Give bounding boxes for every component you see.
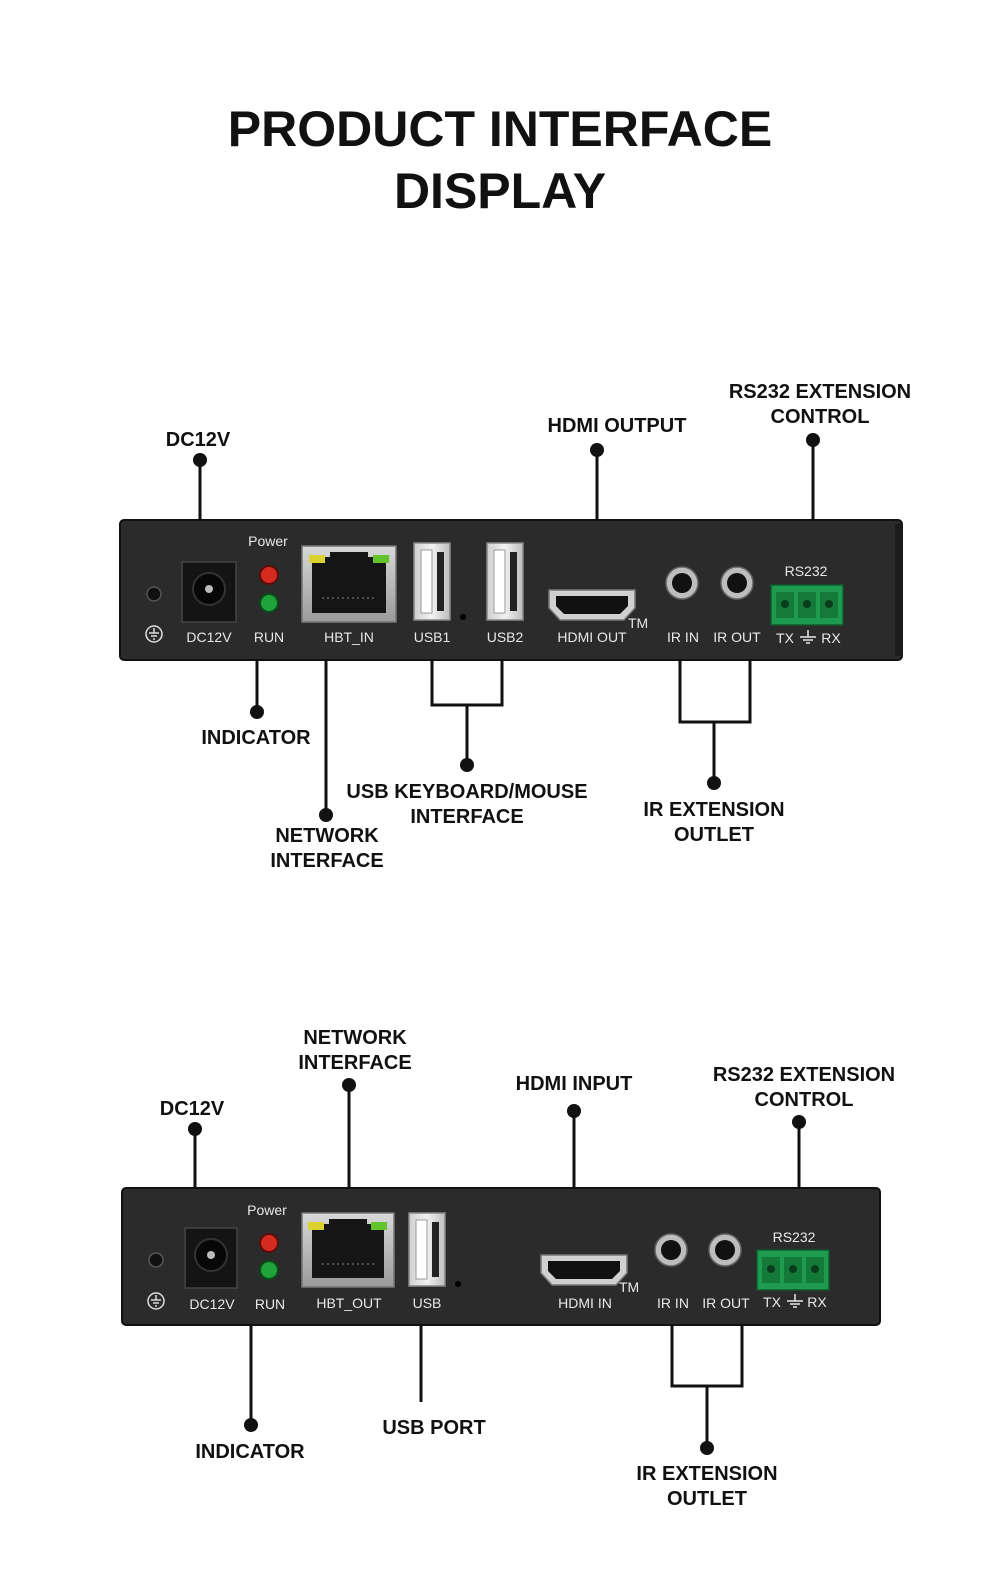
ground-icon (145, 625, 163, 643)
ir-in-jack (665, 566, 699, 600)
panel-2-leader-lines (193, 1085, 801, 1448)
callout-network-1: NETWORK INTERFACE (270, 825, 384, 872)
ir-out-jack (720, 566, 754, 600)
rx-print: RX (821, 630, 841, 646)
run-led (259, 593, 279, 613)
ground-icon (147, 1292, 165, 1310)
page-title: PRODUCT INTERFACE DISPLAY (0, 98, 1000, 222)
rj45-port (301, 545, 397, 623)
ground-symbol-icon (787, 1294, 803, 1308)
ir-in-print: IR IN (667, 629, 699, 645)
callout-rs232-2: RS232 EXTENSION CONTROL (712, 1064, 896, 1111)
hdmi-port (548, 589, 636, 621)
screw-icon (148, 1252, 164, 1268)
callout-usb-port: USB PORT (382, 1417, 486, 1439)
tx-print: TX (776, 630, 795, 646)
screw-icon (146, 586, 162, 602)
title-line-2: DISPLAY (393, 163, 607, 219)
rx-print: RX (807, 1294, 827, 1310)
usb1-port (413, 542, 451, 621)
device-panel-1: DC12V Power RUN HBT_IN USB1 USB (119, 433, 903, 822)
dc12v-print: DC12V (189, 1296, 235, 1312)
panel-1-leader-dots (193, 433, 820, 822)
hdmi-out-print: HDMI OUT (557, 629, 627, 645)
ground-symbol-icon (800, 630, 816, 644)
run-print: RUN (254, 629, 284, 645)
callout-hdmi-output: HDMI OUTPUT (547, 415, 687, 437)
ir-out-print: IR OUT (702, 1295, 750, 1311)
rj45-port (301, 1212, 395, 1288)
ir-out-print: IR OUT (713, 629, 761, 645)
usb-port (408, 1212, 446, 1287)
reset-hole (460, 614, 466, 620)
hbt-out-print: HBT_OUT (316, 1295, 382, 1311)
tm-print: TM (628, 615, 648, 631)
dc-jack (181, 561, 237, 623)
power-print: Power (248, 533, 288, 549)
usb1-print: USB1 (414, 629, 451, 645)
callout-ir-extension-2: IR EXTENSION OUTLET (636, 1463, 778, 1510)
ir-out-jack (708, 1233, 742, 1267)
callout-dc12v-1: DC12V (165, 429, 231, 451)
run-print: RUN (255, 1296, 285, 1312)
title-line-1: PRODUCT INTERFACE (227, 101, 773, 157)
callout-ir-extension-1: IR EXTENSION OUTLET (643, 799, 785, 846)
power-led (259, 1233, 279, 1253)
callout-network-2: NETWORK INTERFACE (298, 1027, 412, 1074)
reset-hole (455, 1281, 461, 1287)
rs232-terminal (770, 584, 844, 626)
panel-1-side (895, 524, 903, 656)
ir-in-jack (654, 1233, 688, 1267)
dc12v-print: DC12V (186, 629, 232, 645)
panel-2-leader-dots (188, 1078, 806, 1455)
callout-indicator-1: INDICATOR (201, 727, 311, 749)
usb-print: USB (413, 1295, 442, 1311)
hdmi-in-print: HDMI IN (558, 1295, 612, 1311)
tm-print: TM (619, 1279, 639, 1295)
panel-1-leader-lines (198, 440, 815, 815)
callout-usb-keyboard-mouse: USB KEYBOARD/MOUSE INTERFACE (346, 781, 588, 828)
hbt-in-print: HBT_IN (324, 629, 374, 645)
tx-print: TX (763, 1294, 782, 1310)
usb2-print: USB2 (487, 629, 524, 645)
power-print: Power (247, 1202, 287, 1218)
usb2-port (486, 542, 524, 621)
rs232-print: RS232 (773, 1229, 816, 1245)
hdmi-port (540, 1254, 628, 1286)
power-led (259, 565, 279, 585)
rs232-terminal (756, 1249, 830, 1291)
callout-rs232-1: RS232 EXTENSION CONTROL (728, 381, 912, 428)
run-led (259, 1260, 279, 1280)
rs232-print: RS232 (785, 563, 828, 579)
callout-hdmi-input: HDMI INPUT (515, 1073, 633, 1095)
callout-indicator-2: INDICATOR (195, 1441, 305, 1463)
ir-in-print: IR IN (657, 1295, 689, 1311)
dc-jack (184, 1227, 238, 1289)
callout-dc12v-2: DC12V (159, 1098, 225, 1120)
device-panel-2: DC12V Power RUN HBT_OUT USB TM HDMI IN (121, 1078, 881, 1455)
